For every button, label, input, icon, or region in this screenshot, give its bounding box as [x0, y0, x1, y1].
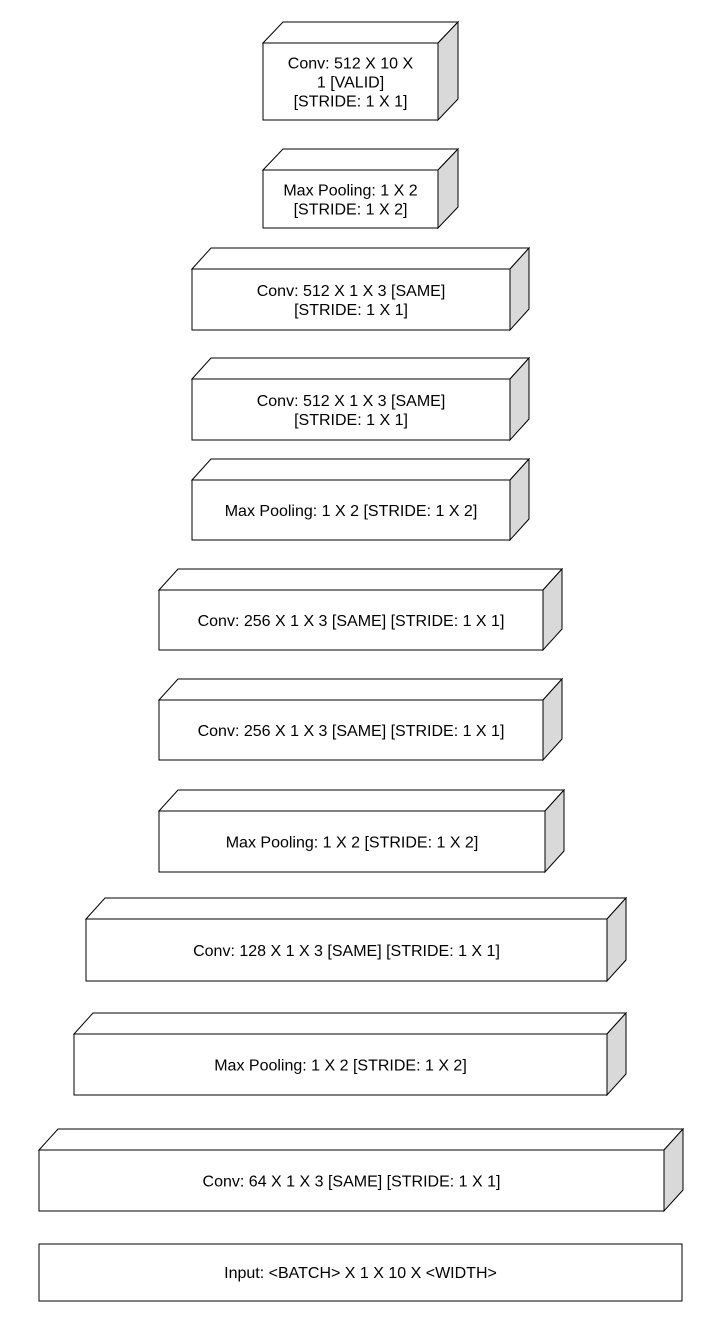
input-block-face — [38, 1243, 683, 1302]
layer-block-top-face — [72, 1012, 628, 1035]
layer-block-top-face — [261, 21, 460, 44]
layer-stack: Conv: 512 X 10 X 1 [VALID] [STRIDE: 1 X 1]… — [37, 20, 685, 1213]
layer-label-line: [STRIDE: 1 X 1] — [294, 302, 408, 319]
layer-block-front-face — [158, 810, 546, 873]
layer-block-top-face — [37, 1128, 685, 1151]
layer-block-maxpool-4: Max Pooling: 1 X 2 [STRIDE: 1 X 2] — [72, 1011, 628, 1097]
layer-block-conv-256-b: Conv: 256 X 1 X 3 [SAME] [STRIDE: 1 X 1] — [157, 677, 564, 762]
layer-block-top-face — [157, 678, 564, 701]
layer-label-line: [STRIDE: 1 X 1] — [294, 412, 408, 429]
layer-block-front-face — [191, 378, 511, 441]
layer-block-top-face — [157, 568, 564, 591]
layer-block-front-face — [191, 479, 511, 541]
layer-block-top-face — [190, 357, 531, 380]
layer-block-conv-512-a: Conv: 512 X 1 X 3 [SAME] [STRIDE: 1 X 1] — [190, 246, 531, 332]
layer-block-front-face — [158, 699, 544, 761]
layer-label-line: Max Pooling: 1 X 2 [STRIDE: 1 X 2] — [214, 1058, 467, 1075]
layer-label-line: Conv: 512 X 10 X — [288, 56, 414, 73]
layer-block-conv-256-a: Conv: 256 X 1 X 3 [SAME] [STRIDE: 1 X 1] — [157, 567, 564, 652]
layer-block-front-face — [262, 42, 439, 121]
layer-label-line: Conv: 512 X 1 X 3 [SAME] — [257, 393, 446, 410]
layer-block-top-face — [261, 148, 460, 171]
layer-block-front-face — [85, 918, 608, 982]
input-label: Input: <BATCH> X 1 X 10 X <WIDTH> — [224, 1265, 497, 1282]
layer-block-conv-512-10x1: Conv: 512 X 10 X 1 [VALID] [STRIDE: 1 X 1] — [261, 20, 460, 122]
layer-label-line: [STRIDE: 1 X 1] — [294, 94, 408, 111]
layer-block-maxpool-1: Max Pooling: 1 X 2 [STRIDE: 1 X 2] — [261, 147, 460, 230]
layer-label-line: Max Pooling: 1 X 2 [STRIDE: 1 X 2] — [226, 835, 479, 852]
layer-block-top-face — [84, 897, 628, 920]
layer-label-line: Max Pooling: 1 X 2 [STRIDE: 1 X 2] — [225, 503, 478, 520]
layer-label-line: Conv: 128 X 1 X 3 [SAME] [STRIDE: 1 X 1] — [193, 943, 500, 960]
layer-block-front-face — [262, 169, 439, 229]
layer-block-top-face — [190, 247, 531, 270]
layer-label-line: Conv: 256 X 1 X 3 [SAME] [STRIDE: 1 X 1] — [198, 613, 505, 630]
layer-block-top-face — [190, 458, 531, 481]
layer-label-line: Conv: 256 X 1 X 3 [SAME] [STRIDE: 1 X 1] — [198, 723, 505, 740]
layer-block-maxpool-2: Max Pooling: 1 X 2 [STRIDE: 1 X 2] — [190, 457, 531, 542]
layer-label-line: 1 [VALID] — [317, 75, 384, 92]
layer-block-conv-512-b: Conv: 512 X 1 X 3 [SAME] [STRIDE: 1 X 1] — [190, 356, 531, 442]
layer-block-conv-64: Conv: 64 X 1 X 3 [SAME] [STRIDE: 1 X 1] — [37, 1127, 685, 1213]
layer-block-maxpool-3: Max Pooling: 1 X 2 [STRIDE: 1 X 2] — [157, 788, 566, 874]
layer-label-line: Conv: 512 X 1 X 3 [SAME] — [257, 283, 446, 300]
layer-block-front-face — [191, 268, 511, 331]
layer-block-front-face — [158, 589, 544, 651]
input-block: Input: <BATCH> X 1 X 10 X <WIDTH> — [38, 1243, 683, 1302]
layer-block-front-face — [38, 1149, 665, 1212]
layer-label-line: [STRIDE: 1 X 2] — [294, 202, 408, 219]
layer-label-line: Conv: 64 X 1 X 3 [SAME] [STRIDE: 1 X 1] — [203, 1174, 501, 1191]
layer-label-line: Max Pooling: 1 X 2 — [283, 183, 417, 200]
layer-block-front-face — [73, 1033, 608, 1096]
layer-block-conv-128: Conv: 128 X 1 X 3 [SAME] [STRIDE: 1 X 1] — [84, 896, 628, 983]
layer-block-top-face — [157, 789, 566, 812]
